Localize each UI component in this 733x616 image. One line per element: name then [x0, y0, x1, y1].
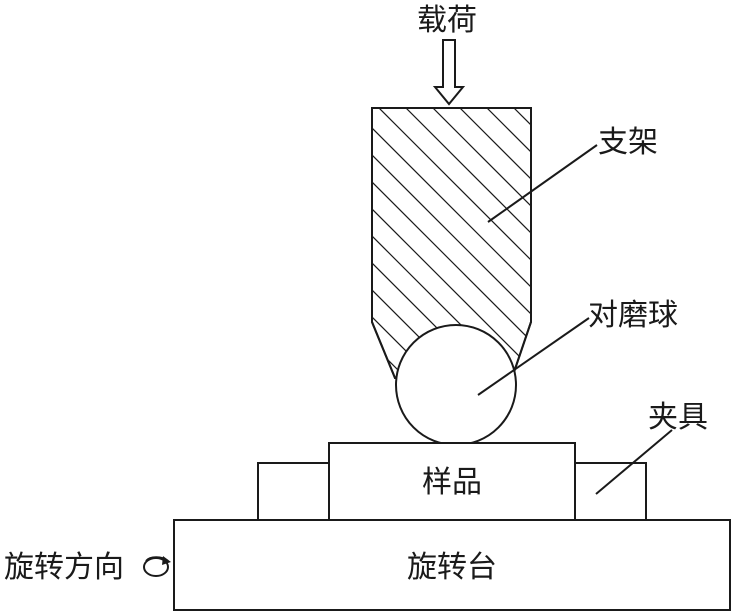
hatch-line [372, 284, 531, 378]
ball-label: 对磨球 [588, 298, 678, 333]
rotation-arrow-icon [143, 556, 171, 577]
turntable-label: 旋转台 [407, 550, 497, 585]
hatch-line [372, 108, 531, 155]
rotation-direction-label: 旋转方向 [4, 550, 124, 585]
down-arrow-icon [432, 39, 466, 106]
hatch-line [372, 203, 531, 378]
hatch-line [372, 108, 531, 290]
fixture-right [574, 462, 647, 521]
fixture-label: 夹具 [648, 400, 708, 435]
hatch-line [372, 149, 531, 371]
holder-leader-line [487, 144, 598, 223]
counterface-ball [395, 324, 517, 446]
hatch-line [372, 122, 531, 344]
holder [371, 107, 532, 379]
turntable [173, 519, 731, 611]
holder-label: 支架 [598, 125, 658, 160]
fixture-left [257, 462, 330, 521]
sample-label: 样品 [422, 465, 482, 500]
hatch-line [372, 108, 531, 317]
hatch-line [372, 108, 531, 182]
hatch-line [372, 108, 531, 236]
hatch-line [372, 108, 531, 263]
hatch-line [372, 108, 531, 209]
fixture-leader-line [595, 429, 673, 495]
ball-leader-line [477, 317, 590, 396]
load-label: 载荷 [417, 3, 477, 38]
